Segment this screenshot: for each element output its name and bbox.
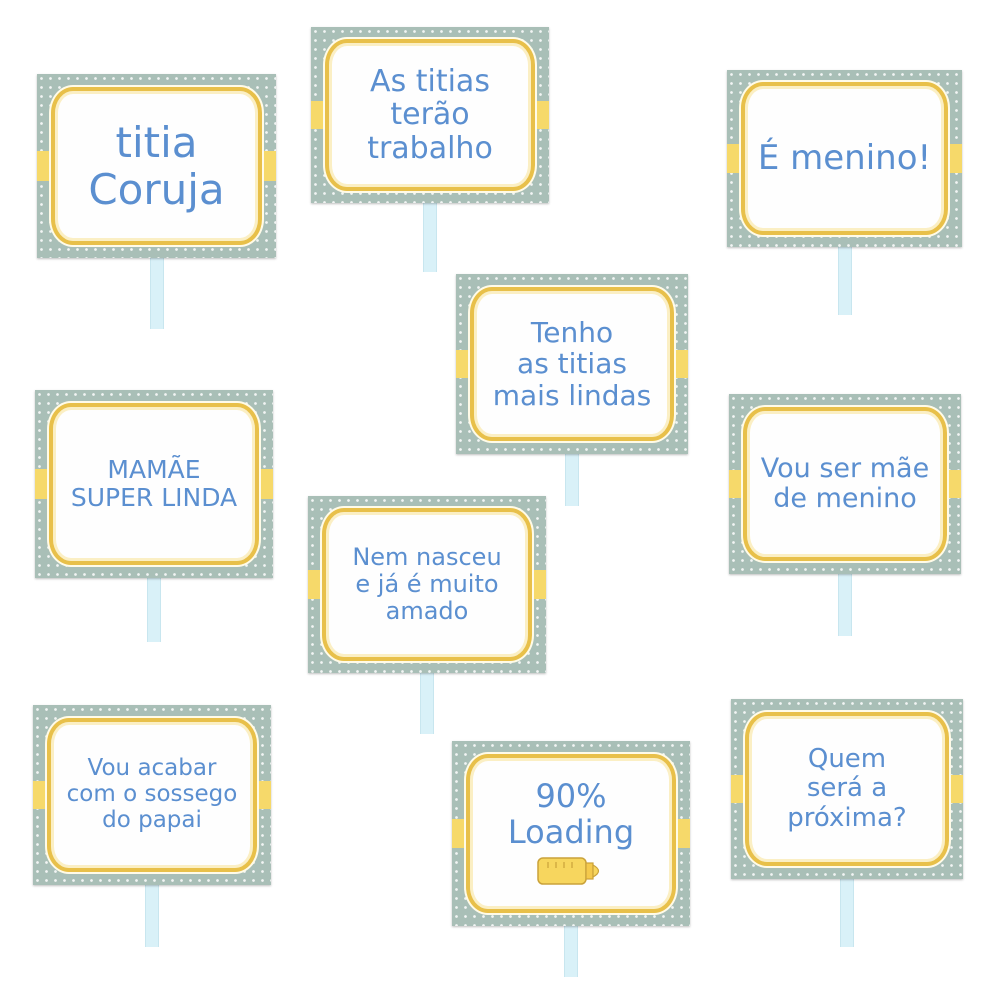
sign-text: É menino! <box>757 138 932 179</box>
sign-e-menino: É menino! <box>727 70 962 315</box>
sign-vou-ser-mae: Vou ser mãe de menino <box>729 394 961 636</box>
sign-tenho-as-titias: Tenho as titias mais lindas <box>456 274 688 506</box>
baby-bottle-icon <box>537 857 600 886</box>
sign-frame: Tenho as titias mais lindas <box>469 286 675 442</box>
sign-text: Quem será a próxima? <box>787 744 907 833</box>
sign-frame: Quem será a próxima? <box>744 711 950 867</box>
sign-text: As titias terão trabalho <box>367 63 493 166</box>
sign-frame: Nem nasceu e já é muito amado <box>322 508 532 661</box>
sign-frame: MAMÃE SUPER LINDA <box>49 403 259 565</box>
sign-frame: Vou ser mãe de menino <box>742 406 948 562</box>
sign-stick <box>840 875 854 947</box>
sign-frame: As titias terão trabalho <box>325 39 535 191</box>
sign-text: Vou ser mãe de menino <box>760 452 930 514</box>
sign-frame: Vou acabar com o sossego do papai <box>47 717 257 873</box>
sign-board: Quem será a próxima? <box>731 699 963 879</box>
sign-board: As titias terão trabalho <box>311 27 549 203</box>
sign-frame: É menino! <box>741 82 948 235</box>
sign-stick <box>149 254 164 329</box>
sign-board: Tenho as titias mais lindas <box>456 274 688 454</box>
sign-stick <box>423 199 437 272</box>
sign-text: titia Coruja <box>88 117 225 214</box>
sign-stick <box>837 242 852 315</box>
sign-mamae-super-linda: MAMÃE SUPER LINDA <box>35 390 273 642</box>
sign-board: Nem nasceu e já é muito amado <box>308 496 546 673</box>
sign-loading: 90% Loading <box>452 741 690 977</box>
sign-stick <box>838 570 852 636</box>
sign-text: Nem nasceu e já é muito amado <box>352 543 502 625</box>
sign-stick <box>564 921 578 977</box>
sign-stick <box>145 881 159 947</box>
sign-board: 90% Loading <box>452 741 690 926</box>
sign-stick <box>565 449 579 506</box>
sign-text: 90% Loading <box>507 776 635 851</box>
sign-nem-nasceu: Nem nasceu e já é muito amado <box>308 496 546 734</box>
sign-text: MAMÃE SUPER LINDA <box>70 455 238 512</box>
sign-board: É menino! <box>727 70 962 247</box>
sign-board: MAMÃE SUPER LINDA <box>35 390 273 578</box>
sign-quem-sera: Quem será a próxima? <box>731 699 963 947</box>
sign-titia-coruja: titia Coruja <box>37 74 276 329</box>
sign-text: Tenho as titias mais lindas <box>492 315 652 412</box>
sign-as-titias-terao-trabalho: As titias terão trabalho <box>311 27 549 272</box>
sign-frame: 90% Loading <box>466 753 676 914</box>
sign-vou-acabar: Vou acabar com o sossego do papai <box>33 705 271 947</box>
sign-stick <box>420 668 434 734</box>
sign-board: Vou ser mãe de menino <box>729 394 961 574</box>
sign-board: titia Coruja <box>37 74 276 258</box>
sign-frame: titia Coruja <box>51 86 262 246</box>
sign-board: Vou acabar com o sossego do papai <box>33 705 271 885</box>
sign-stick <box>147 572 161 642</box>
sign-text: Vou acabar com o sossego do papai <box>66 755 238 833</box>
